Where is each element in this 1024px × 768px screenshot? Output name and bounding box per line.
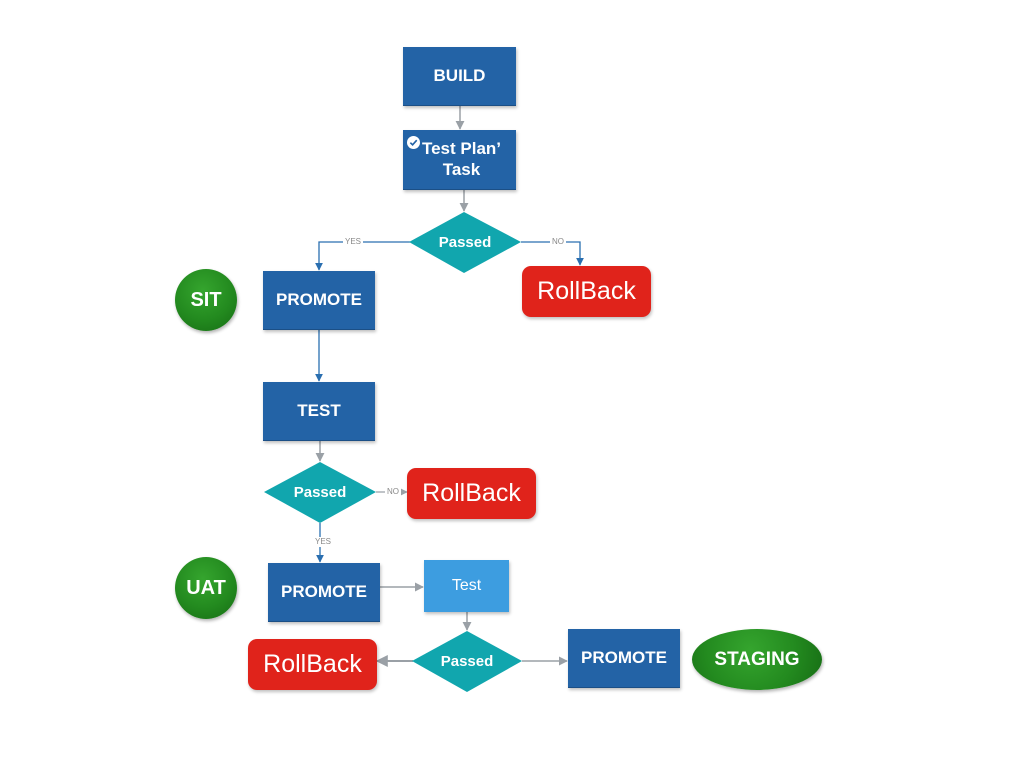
rollback-label-1: RollBack [537,277,636,305]
test-uat-label: Test [451,577,482,594]
decision-diamond-3 [412,631,522,692]
edge-label-no-1: NO [550,237,566,247]
rollback-node-1: RollBack [522,266,651,317]
decision-label-2: Passed [293,483,347,501]
stage-badge-staging: STAGING [692,629,822,690]
test-plan-task-node: Test Plan’ Task [403,130,516,190]
edge-label-no-2: NO [385,487,401,497]
promote-staging-node: PROMOTE [568,629,680,688]
stage-label-uat: UAT [186,576,226,599]
stage-badge-sit: SIT [175,269,237,331]
rollback-node-3: RollBack [248,639,377,690]
rollback-node-2: RollBack [407,468,536,519]
decision-diamond-2 [264,462,376,523]
test-uat-node: Test [424,560,509,612]
connector-decision1-yes [315,241,410,271]
promote-sit-node: PROMOTE [263,271,375,330]
edge-label-yes-1: YES [343,237,364,247]
decision-diamond-1 [409,212,521,273]
test-label: TEST [297,401,341,420]
checkmark-icon [407,136,420,149]
stage-label-staging: STAGING [714,648,800,670]
connector-decision1-no [521,241,584,266]
promote-uat-label: PROMOTE [281,582,367,601]
build-label: BUILD [433,66,486,85]
decision-label-1: Passed [438,233,492,251]
build-node: BUILD [403,47,516,106]
test-node: TEST [263,382,375,441]
edge-label-yes-2: YES [313,537,334,547]
test-plan-task-label: Test Plan’ Task [421,139,502,179]
rollback-label-3: RollBack [263,650,362,678]
stage-badge-uat: UAT [175,557,237,619]
decision-label-3: Passed [440,652,494,670]
promote-uat-node: PROMOTE [268,563,380,622]
promote-sit-label: PROMOTE [276,290,362,309]
rollback-label-2: RollBack [422,479,521,507]
stage-label-sit: SIT [190,288,222,311]
promote-staging-label: PROMOTE [581,648,667,667]
